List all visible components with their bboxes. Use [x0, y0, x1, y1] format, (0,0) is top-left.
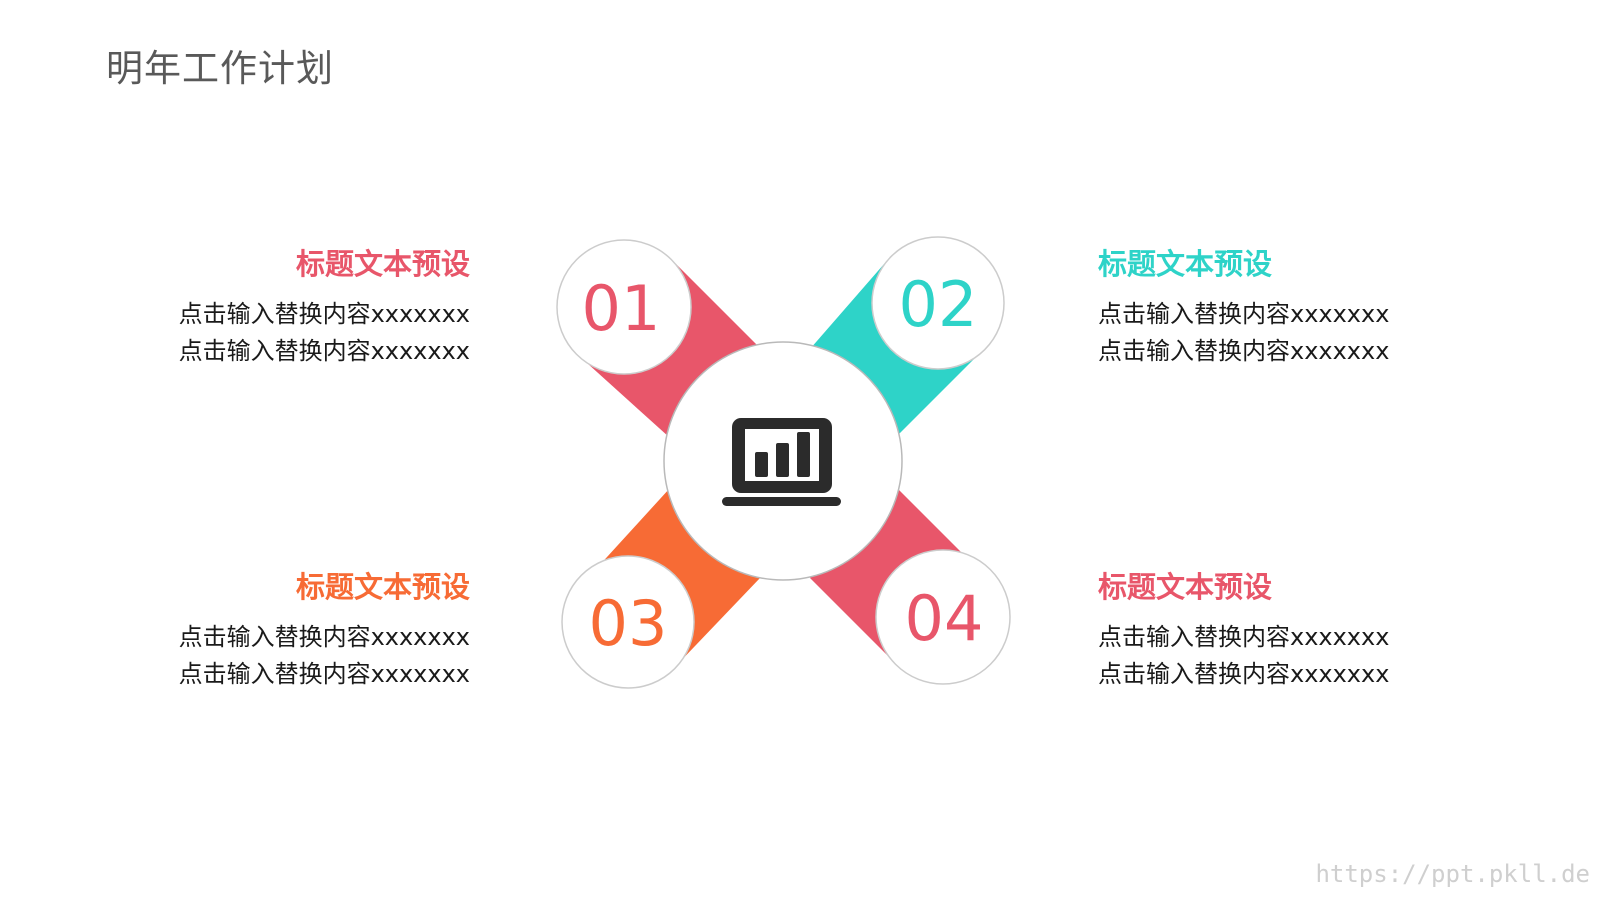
text-block-04: 标题文本预设 点击输入替换内容xxxxxxx 点击输入替换内容xxxxxxx: [1098, 569, 1418, 693]
text-block-02: 标题文本预设 点击输入替换内容xxxxxxx 点击输入替换内容xxxxxxx: [1098, 246, 1418, 370]
step-badge-02: 02: [871, 236, 1005, 370]
page-title: 明年工作计划: [106, 47, 334, 90]
block-title-02: 标题文本预设: [1098, 247, 1273, 281]
block-line: 点击输入替换内容xxxxxxx: [1098, 623, 1390, 651]
block-line: 点击输入替换内容xxxxxxx: [178, 623, 470, 651]
step-number-04: 04: [905, 582, 984, 655]
block-line: 点击输入替换内容xxxxxxx: [178, 300, 470, 328]
block-line: 点击输入替换内容xxxxxxx: [1098, 337, 1390, 365]
step-number-01: 01: [582, 272, 661, 345]
block-title-03: 标题文本预设: [295, 570, 470, 604]
step-badge-01: 01: [556, 239, 692, 375]
watermark: https://ppt.pkll.de: [1315, 860, 1590, 888]
laptop-chart-icon: [722, 418, 841, 506]
block-title-04: 标题文本预设: [1098, 570, 1273, 604]
block-line: 点击输入替换内容xxxxxxx: [178, 337, 470, 365]
block-line: 点击输入替换内容xxxxxxx: [1098, 300, 1390, 328]
step-number-03: 03: [589, 587, 668, 660]
step-number-02: 02: [899, 268, 978, 341]
block-line: 点击输入替换内容xxxxxxx: [178, 660, 470, 688]
text-block-01: 标题文本预设 点击输入替换内容xxxxxxx 点击输入替换内容xxxxxxx: [150, 246, 470, 370]
block-title-01: 标题文本预设: [295, 247, 470, 281]
step-badge-03: 03: [561, 555, 695, 689]
block-line: 点击输入替换内容xxxxxxx: [1098, 660, 1390, 688]
step-badge-04: 04: [875, 549, 1011, 685]
text-block-03: 标题文本预设 点击输入替换内容xxxxxxx 点击输入替换内容xxxxxxx: [150, 569, 470, 693]
